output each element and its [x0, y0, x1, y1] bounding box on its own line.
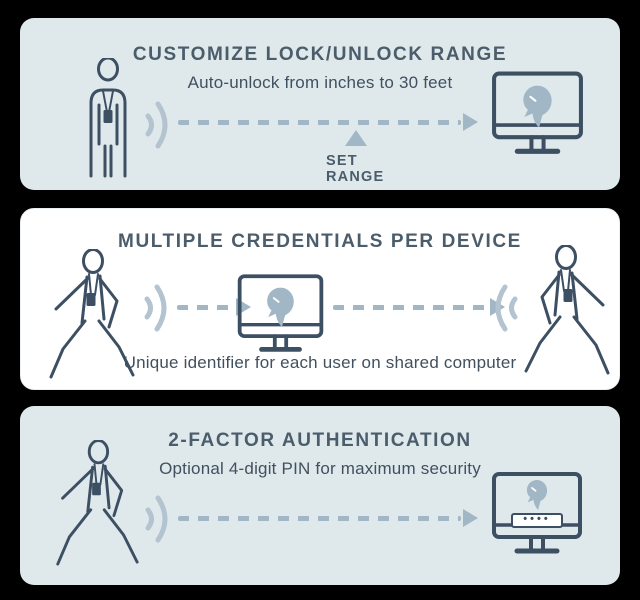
panel-multiple-credentials: MULTIPLE CREDENTIALS PER DEVICE [20, 208, 620, 390]
pin-dots: •••• [523, 513, 551, 526]
helmet-logo-icon [267, 287, 294, 328]
badge [103, 110, 113, 123]
helmet-logo-icon [526, 480, 548, 510]
pin-field: •••• [511, 513, 563, 529]
arrow-dashes [177, 304, 234, 310]
walking-person-icon [50, 440, 142, 568]
panel-title: 2-FACTOR AUTHENTICATION [168, 430, 472, 451]
badge [92, 482, 101, 496]
arrow-dashes [333, 304, 488, 310]
arrow-dashes [178, 119, 461, 125]
signal-waves-icon [142, 490, 172, 548]
computer-monitor-icon [487, 70, 588, 168]
panel-two-factor: 2-FACTOR AUTHENTICATION Optional 4-digit… [20, 406, 620, 585]
signal-waves-icon [141, 279, 171, 337]
helmet-logo-icon [523, 85, 552, 128]
signal-waves-icon [142, 96, 172, 154]
panel-subtitle: Optional 4-digit PIN for maximum securit… [159, 459, 481, 478]
standing-person-icon [78, 58, 138, 178]
badge [86, 293, 96, 306]
up-triangle-icon [345, 130, 367, 146]
walking-person-icon [521, 245, 616, 377]
signal-waves-icon [491, 279, 521, 337]
panel-caption: Unique identifier for each user on share… [123, 353, 517, 372]
arrow-dashes [178, 515, 461, 521]
computer-monitor-icon [233, 265, 328, 373]
computer-monitor-icon: •••• [487, 470, 587, 568]
set-range-pointer: SET RANGE [326, 130, 386, 185]
dashed-arrow-icon [178, 509, 478, 527]
dashed-arrow-icon [333, 298, 505, 316]
badge [563, 289, 573, 302]
panel-subtitle: Auto-unlock from inches to 30 feet [187, 73, 453, 92]
dashed-arrow-icon [178, 113, 478, 131]
walking-person-icon [43, 249, 138, 381]
arrow-head [463, 113, 478, 131]
panel-title: CUSTOMIZE LOCK/UNLOCK RANGE [132, 44, 508, 65]
panel-customize-range: CUSTOMIZE LOCK/UNLOCK RANGE Auto-unlock … [20, 18, 620, 190]
arrow-head [463, 509, 478, 527]
set-range-label: SET RANGE [326, 153, 385, 185]
panel-title: MULTIPLE CREDENTIALS PER DEVICE [118, 231, 522, 252]
